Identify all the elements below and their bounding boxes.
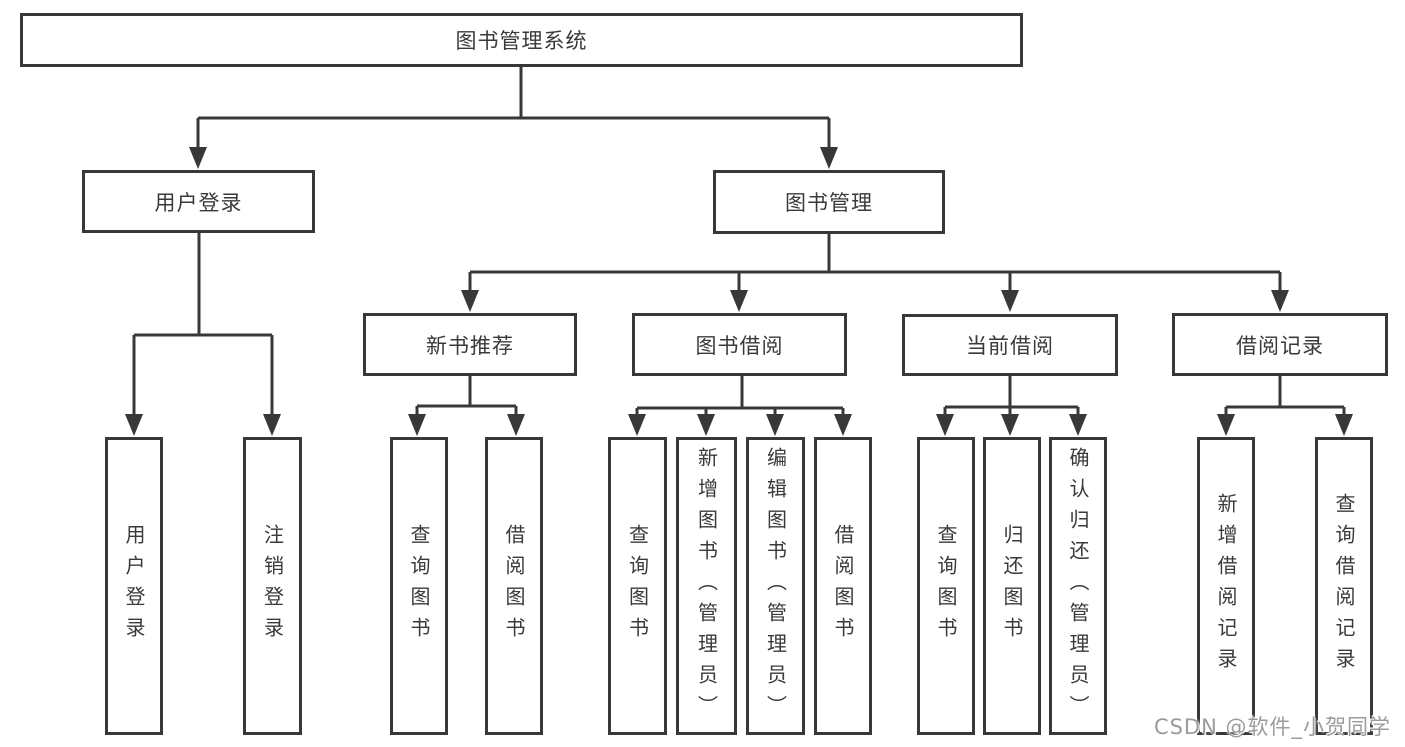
leaf-label: 新增借阅记录 [1214,493,1238,679]
leaf-query-book-borrow: 查询图书 [608,437,667,735]
leaf-label: 新增图书（管理员） [694,446,719,726]
node-label: 图书借阅 [695,333,784,358]
leaf-query-borrow-record: 查询借阅记录 [1315,437,1373,735]
node-new-book-recommend: 新书推荐 [363,313,577,376]
node-library-management-system: 图书管理系统 [20,13,1023,67]
leaf-label: 编辑图书（管理员） [763,446,788,726]
node-book-management: 图书管理 [713,170,945,234]
leaf-borrow-book: 借阅图书 [814,437,872,735]
leaf-label: 查询图书 [625,524,650,648]
leaf-label: 确认归还（管理员） [1066,446,1090,726]
leaf-user-login: 用户登录 [105,437,163,735]
node-label: 图书管理 [785,191,873,215]
leaf-confirm-return-admin: 确认归还（管理员） [1049,437,1107,735]
leaf-add-book-admin: 新增图书（管理员） [676,437,737,735]
node-current-borrow: 当前借阅 [902,314,1118,376]
leaf-label: 借阅图书 [502,524,526,648]
leaf-label: 注销登录 [260,524,285,648]
leaf-query-book-current: 查询图书 [917,437,975,735]
leaf-label: 查询图书 [934,524,958,648]
leaf-borrow-book-recommend: 借阅图书 [485,437,543,735]
arrowheads [125,147,1353,436]
leaf-label: 用户登录 [122,524,146,648]
leaf-label: 借阅图书 [831,524,855,648]
csdn-watermark: CSDN @软件_小贺同学 [1153,715,1391,739]
node-user-login: 用户登录 [82,170,315,233]
leaf-label: 归还图书 [1000,524,1024,648]
leaf-query-book-recommend: 查询图书 [390,437,448,735]
leaf-logout: 注销登录 [243,437,302,735]
node-label: 新书推荐 [426,333,514,358]
leaf-label: 查询借阅记录 [1332,493,1356,679]
leaf-return-book: 归还图书 [983,437,1041,735]
leaf-edit-book-admin: 编辑图书（管理员） [746,437,805,735]
leaf-add-borrow-record: 新增借阅记录 [1197,437,1255,735]
node-label: 用户登录 [154,190,243,215]
node-label: 借阅记录 [1236,333,1324,358]
node-label: 当前借阅 [966,334,1054,358]
node-label: 图书管理系统 [455,29,588,53]
leaf-label: 查询图书 [407,524,431,648]
node-book-borrow: 图书借阅 [632,313,847,376]
node-borrow-records: 借阅记录 [1172,313,1388,376]
